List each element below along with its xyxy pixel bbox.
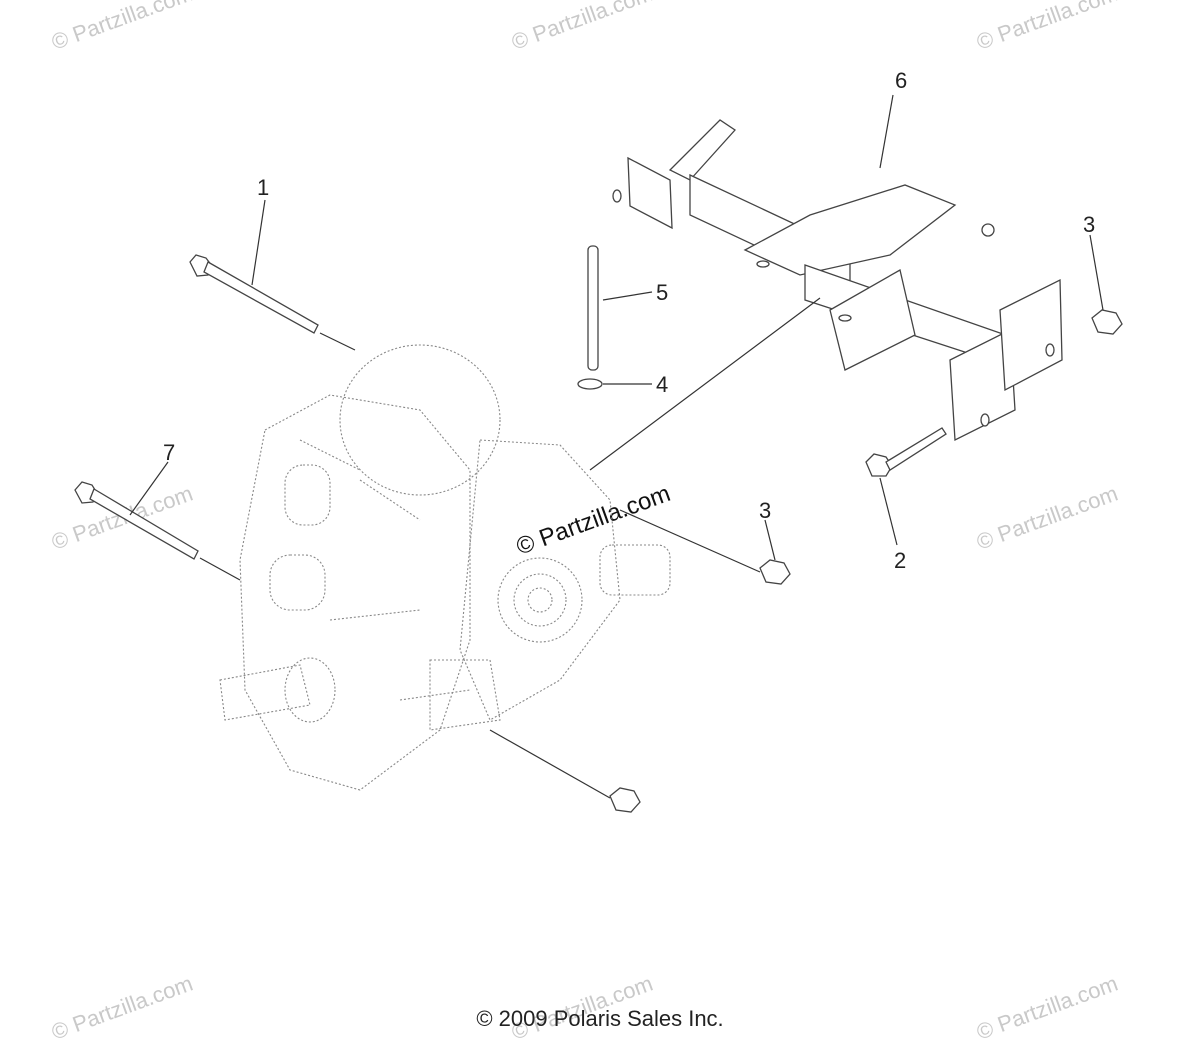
callout-labels: 1 2 3 3 4 5 6 7: [163, 68, 1095, 573]
callout-2: 2: [894, 548, 906, 573]
watermark: © Partzilla.com: [973, 481, 1121, 555]
watermark: © Partzilla.com: [973, 0, 1121, 55]
part-7-bolt: [74, 461, 241, 581]
callout-4: 4: [656, 372, 668, 397]
part-3-nut-center: [619, 509, 791, 585]
part-6-bracket: [589, 94, 1063, 471]
transmission-illustration: [219, 344, 671, 791]
part-1-bolt: [189, 199, 356, 351]
watermark: © Partzilla.com: [48, 0, 196, 55]
callout-3-center: 3: [759, 498, 771, 523]
callout-3-right: 3: [1083, 212, 1095, 237]
watermarks: © Partzilla.com © Partzilla.com © Partzi…: [48, 0, 1121, 1045]
part-4-clip: [577, 378, 652, 390]
callout-5: 5: [656, 280, 668, 305]
part-3-nut-right: [1089, 234, 1123, 335]
part-5-pin: [587, 245, 653, 371]
part-2-bolt: [865, 427, 947, 546]
copyright-text: © 2009 Polaris Sales Inc.: [476, 1006, 724, 1031]
callout-7: 7: [163, 440, 175, 465]
callout-1: 1: [257, 175, 269, 200]
watermark: © Partzilla.com: [508, 0, 656, 55]
watermark-center: © Partzilla.com: [513, 480, 674, 561]
part-3-nut-lower: [489, 729, 641, 813]
callout-6: 6: [895, 68, 907, 93]
